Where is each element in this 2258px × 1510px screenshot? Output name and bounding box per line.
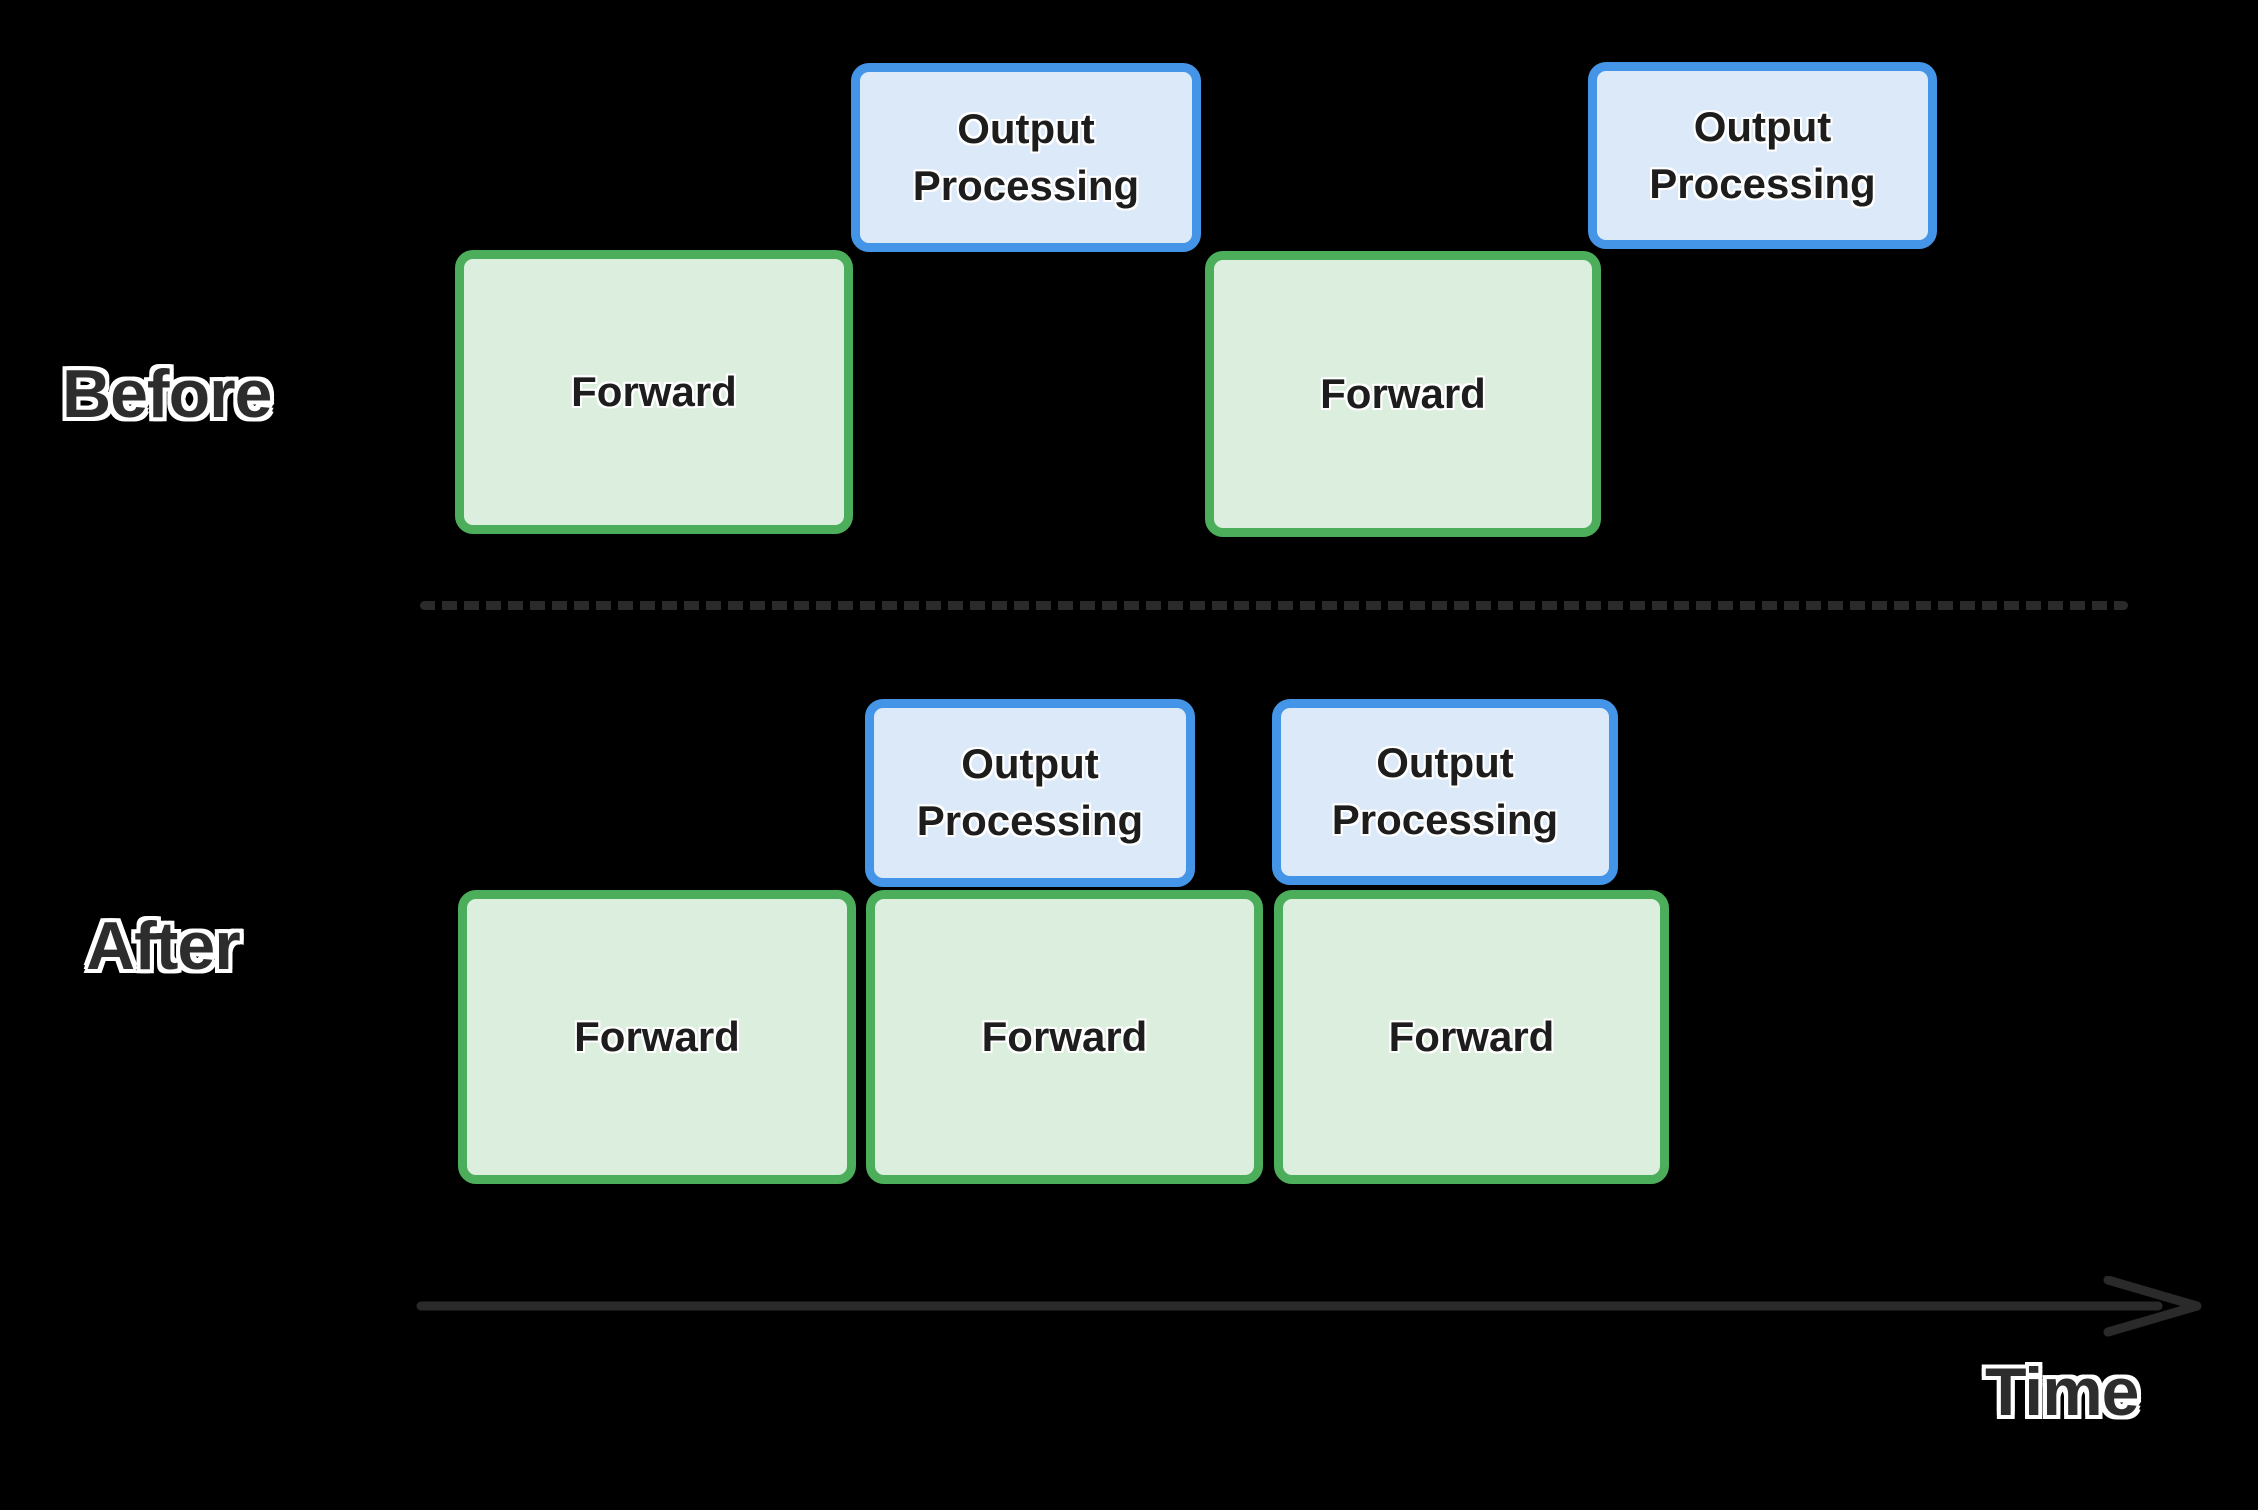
section-divider-dashed-line — [420, 601, 2128, 610]
after-forward-block-2-label: Forward — [981, 1012, 1148, 1060]
before-forward-block-2: Forward — [1205, 251, 1601, 537]
after-section-label: After — [86, 908, 241, 984]
before-output-processing-block-2: Output Processing — [1588, 62, 1937, 249]
time-axis-arrow — [416, 1276, 2202, 1337]
time-axis-label: Time — [1985, 1354, 2139, 1430]
after-output-processing-block-2-label: Output Processing — [1331, 739, 1559, 843]
after-forward-block-1-label: Forward — [574, 1012, 740, 1060]
before-forward-block-2-label: Forward — [1320, 369, 1486, 417]
after-forward-block-3-label: Forward — [1388, 1012, 1555, 1060]
before-forward-block-1-label: Forward — [571, 367, 737, 415]
after-output-processing-block-1: Output Processing — [865, 699, 1195, 887]
before-output-processing-block-2-label: Output Processing — [1649, 102, 1876, 207]
before-section-label: Before — [62, 356, 272, 432]
after-forward-block-3: Forward — [1274, 890, 1669, 1184]
before-output-processing-block-1: Output Processing — [851, 63, 1201, 252]
before-forward-block-1: Forward — [455, 250, 853, 534]
after-forward-block-2: Forward — [866, 890, 1263, 1184]
after-output-processing-block-1-label: Output Processing — [916, 740, 1144, 844]
before-output-processing-block-1-label: Output Processing — [912, 104, 1140, 209]
after-forward-block-1: Forward — [458, 890, 856, 1184]
time-axis-arrowhead-icon — [2103, 1276, 2202, 1337]
after-output-processing-block-2: Output Processing — [1272, 699, 1618, 885]
